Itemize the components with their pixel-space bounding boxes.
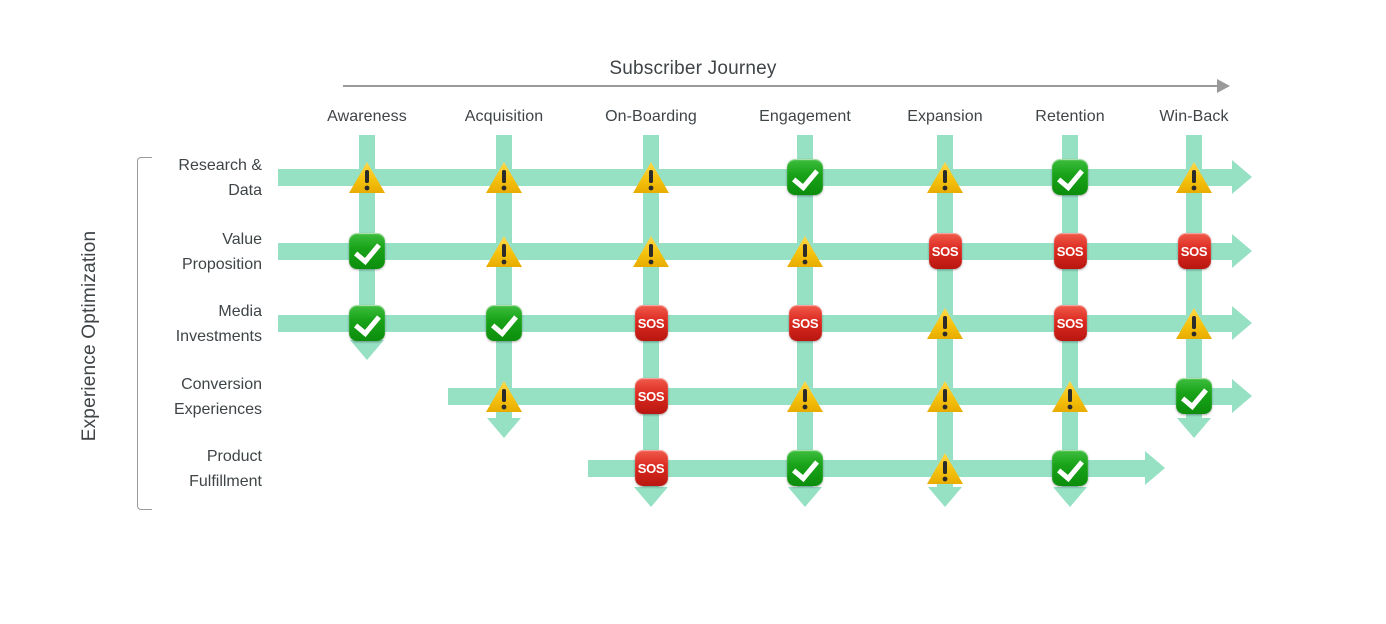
status-warning-icon[interactable] [486, 233, 522, 269]
column-flow-arrow-onboarding [634, 487, 668, 507]
column-label-onboarding[interactable]: On-Boarding [605, 108, 697, 125]
column-label-expansion[interactable]: Expansion [907, 108, 983, 125]
row-ribbon-arrow-media-investments [1232, 306, 1252, 340]
sos-label: SOS [634, 450, 668, 486]
bracket-icon [137, 157, 152, 510]
column-flow-arrow-acquisition [487, 418, 521, 438]
status-check-icon[interactable] [787, 450, 823, 486]
status-warning-icon[interactable] [486, 378, 522, 414]
status-warning-icon[interactable] [927, 378, 963, 414]
column-label-retention[interactable]: Retention [1035, 108, 1105, 125]
row-label-value-proposition[interactable]: Value Proposition [181, 231, 262, 273]
status-warning-icon[interactable] [787, 378, 823, 414]
column-flow-arrow-awareness [350, 340, 384, 360]
status-sos-icon[interactable]: SOS [1052, 305, 1088, 341]
status-sos-icon[interactable]: SOS [1176, 233, 1212, 269]
row-label-media-investments[interactable]: Media Investments [175, 303, 262, 345]
status-warning-icon[interactable] [633, 233, 669, 269]
row-ribbon-arrow-product-fulfillment [1145, 451, 1165, 485]
sos-label: SOS [1177, 233, 1211, 269]
arrow-right-icon [1217, 79, 1230, 93]
row-label-research-data[interactable]: Research & Data [178, 157, 262, 199]
row-ribbon-arrow-value-proposition [1232, 234, 1252, 268]
row-ribbon-research-data [278, 169, 1232, 186]
journey-axis-line [343, 85, 1223, 87]
status-sos-icon[interactable]: SOS [1052, 233, 1088, 269]
column-label-engagement[interactable]: Engagement [759, 108, 851, 125]
column-flow-bar-acquisition [496, 135, 512, 418]
sos-label: SOS [928, 233, 962, 269]
status-warning-icon[interactable] [927, 305, 963, 341]
column-label-winback[interactable]: Win-Back [1159, 108, 1229, 125]
row-ribbon-arrow-conversion-experiences [1232, 379, 1252, 413]
column-flow-arrow-expansion [928, 487, 962, 507]
sos-label: SOS [634, 378, 668, 414]
status-sos-icon[interactable]: SOS [633, 305, 669, 341]
status-check-icon[interactable] [349, 233, 385, 269]
sos-label: SOS [1053, 233, 1087, 269]
status-sos-icon[interactable]: SOS [633, 378, 669, 414]
status-sos-icon[interactable]: SOS [633, 450, 669, 486]
status-warning-icon[interactable] [1052, 378, 1088, 414]
status-warning-icon[interactable] [927, 159, 963, 195]
column-label-acquisition[interactable]: Acquisition [464, 108, 544, 125]
status-check-icon[interactable] [1052, 159, 1088, 195]
status-sos-icon[interactable]: SOS [927, 233, 963, 269]
status-check-icon[interactable] [1052, 450, 1088, 486]
status-sos-icon[interactable]: SOS [787, 305, 823, 341]
status-warning-icon[interactable] [1176, 159, 1212, 195]
row-ribbon-product-fulfillment [588, 460, 1145, 477]
row-ribbon-conversion-experiences [448, 388, 1232, 405]
column-flow-arrow-retention [1053, 487, 1087, 507]
sos-label: SOS [788, 305, 822, 341]
row-label-product-fulfillment[interactable]: Product Fulfillment [189, 448, 262, 490]
status-warning-icon[interactable] [486, 159, 522, 195]
status-check-icon[interactable] [787, 159, 823, 195]
status-check-icon[interactable] [349, 305, 385, 341]
sos-label: SOS [634, 305, 668, 341]
status-warning-icon[interactable] [787, 233, 823, 269]
status-check-icon[interactable] [486, 305, 522, 341]
column-flow-bar-winback [1186, 135, 1202, 418]
column-flow-arrow-engagement [788, 487, 822, 507]
status-warning-icon[interactable] [633, 159, 669, 195]
journey-axis-title: Subscriber Journey [609, 58, 777, 79]
row-label-conversion-experiences[interactable]: Conversion Experiences [173, 376, 262, 418]
row-ribbon-arrow-research-data [1232, 160, 1252, 194]
column-label-awareness[interactable]: Awareness [327, 108, 407, 125]
column-flow-arrow-winback [1177, 418, 1211, 438]
row-ribbon-media-investments [278, 315, 1232, 332]
row-ribbon-value-proposition [278, 243, 1232, 260]
sos-label: SOS [1053, 305, 1087, 341]
status-check-icon[interactable] [1176, 378, 1212, 414]
status-warning-icon[interactable] [1176, 305, 1212, 341]
status-warning-icon[interactable] [349, 159, 385, 195]
status-warning-icon[interactable] [927, 450, 963, 486]
